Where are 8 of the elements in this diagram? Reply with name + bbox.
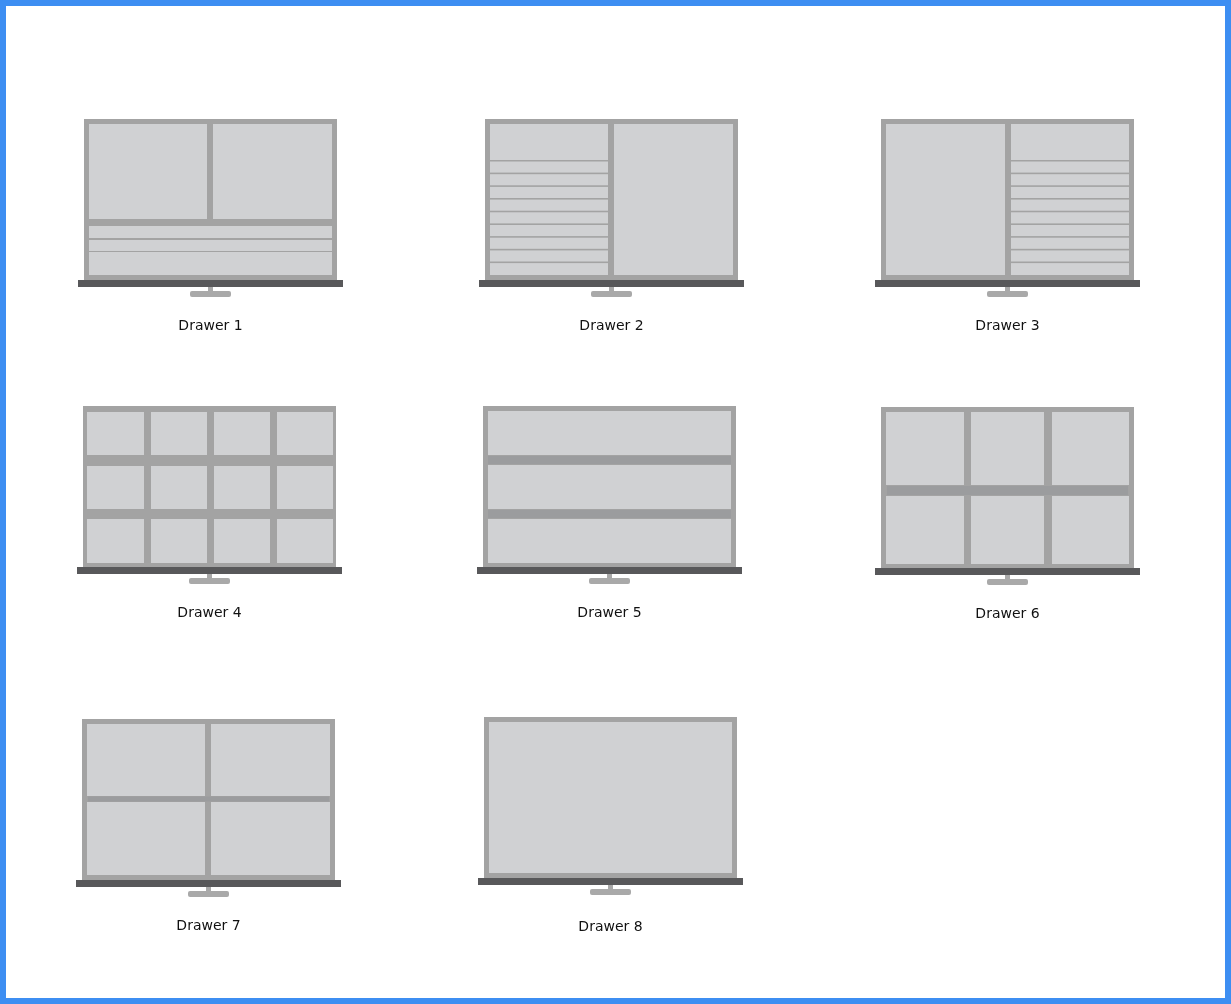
drawer-label: Drawer 5	[577, 603, 642, 621]
drawer-label: Drawer 6	[975, 604, 1040, 622]
drawer-label: Drawer 1	[178, 316, 243, 334]
drawer-label: Drawer 4	[177, 603, 242, 621]
drawer-label: Drawer 2	[579, 316, 644, 334]
drawer-label: Drawer 8	[578, 917, 643, 935]
drawer-label: Drawer 7	[176, 916, 241, 934]
drawer-label: Drawer 3	[975, 316, 1040, 334]
